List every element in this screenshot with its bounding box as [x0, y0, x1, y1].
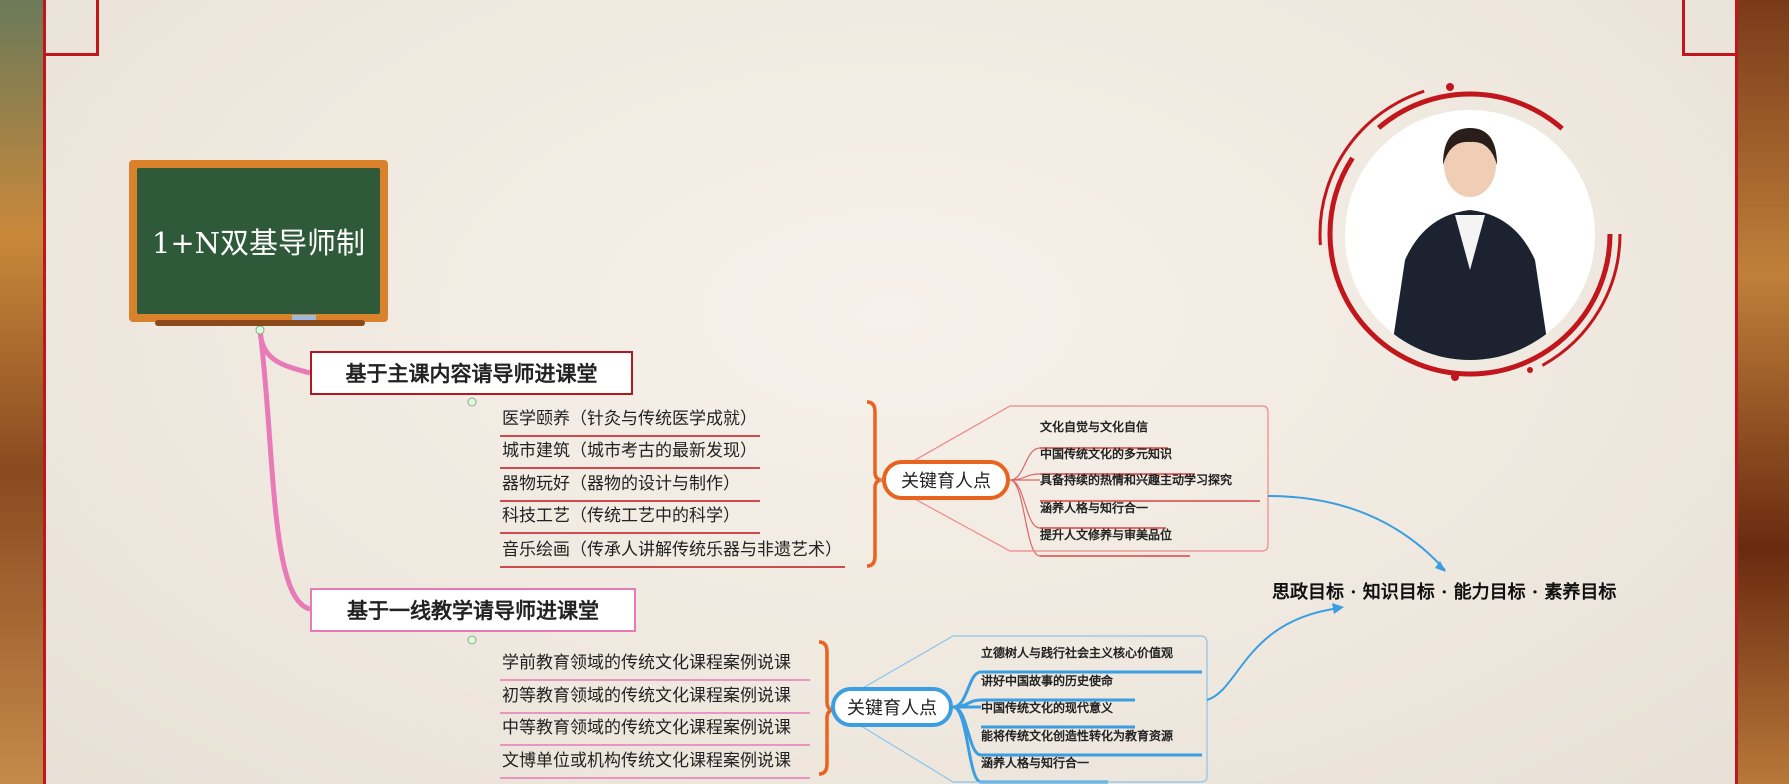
list-item[interactable]: 文博单位或机构传统文化课程案例说课 [502, 751, 791, 771]
sub-item[interactable]: 涵养人格与知行合一 [981, 756, 1090, 770]
branch-frontline-teaching[interactable]: 基于一线教学请导师进课堂 [310, 588, 636, 632]
presenter-video [1345, 110, 1595, 360]
list-item[interactable]: 医学颐养（针灸与传统医学成就） [502, 409, 757, 429]
chalk-icon [292, 315, 316, 320]
key-node[interactable]: 关键育人点 [831, 687, 953, 727]
background-right [1737, 0, 1789, 784]
presenter-icon [1390, 128, 1550, 360]
background-left [0, 0, 44, 784]
sub-item[interactable]: 讲好中国故事的历史使命 [981, 674, 1114, 688]
list-item[interactable]: 初等教育领域的传统文化课程案例说课 [502, 686, 791, 706]
chalkboard: 1+N双基导师制 [129, 160, 388, 322]
sub-item[interactable]: 提升人文修养与审美品位 [1040, 528, 1173, 542]
chalkboard-ledge [155, 320, 365, 326]
sub-item[interactable]: 涵养人格与知行合一 [1040, 501, 1149, 515]
sub-item[interactable]: 能将传统文化创造性转化为教育资源 [981, 729, 1174, 743]
key-node[interactable]: 关键育人点 [882, 460, 1010, 500]
list-item[interactable]: 学前教育领域的传统文化课程案例说课 [502, 653, 791, 673]
branch-main-course[interactable]: 基于主课内容请导师进课堂 [310, 351, 633, 395]
list-item[interactable]: 音乐绘画（传承人讲解传统乐器与非遗艺术） [502, 540, 842, 560]
list-item[interactable]: 器物玩好（器物的设计与制作） [502, 474, 740, 494]
mindmap-root-title[interactable]: 1+N双基导师制 [137, 168, 380, 314]
sub-item[interactable]: 中国传统文化的多元知识 [1040, 447, 1173, 461]
frame-corner-ornament [43, 0, 99, 56]
list-item[interactable]: 中等教育领域的传统文化课程案例说课 [502, 718, 791, 738]
sub-item[interactable]: 中国传统文化的现代意义 [981, 701, 1114, 715]
list-item[interactable]: 城市建筑（城市考古的最新发现） [502, 441, 757, 461]
sub-item[interactable]: 立德树人与践行社会主义核心价值观 [981, 646, 1174, 660]
sub-item[interactable]: 具备持续的热情和兴趣主动学习探究 [1040, 473, 1233, 487]
list-item[interactable]: 科技工艺（传统工艺中的科学） [502, 506, 740, 526]
sub-item[interactable]: 文化自觉与文化自信 [1040, 420, 1149, 434]
goals-node[interactable]: 思政目标 · 知识目标 · 能力目标 · 素养目标 [1272, 582, 1617, 603]
frame-corner-ornament [1682, 0, 1738, 56]
